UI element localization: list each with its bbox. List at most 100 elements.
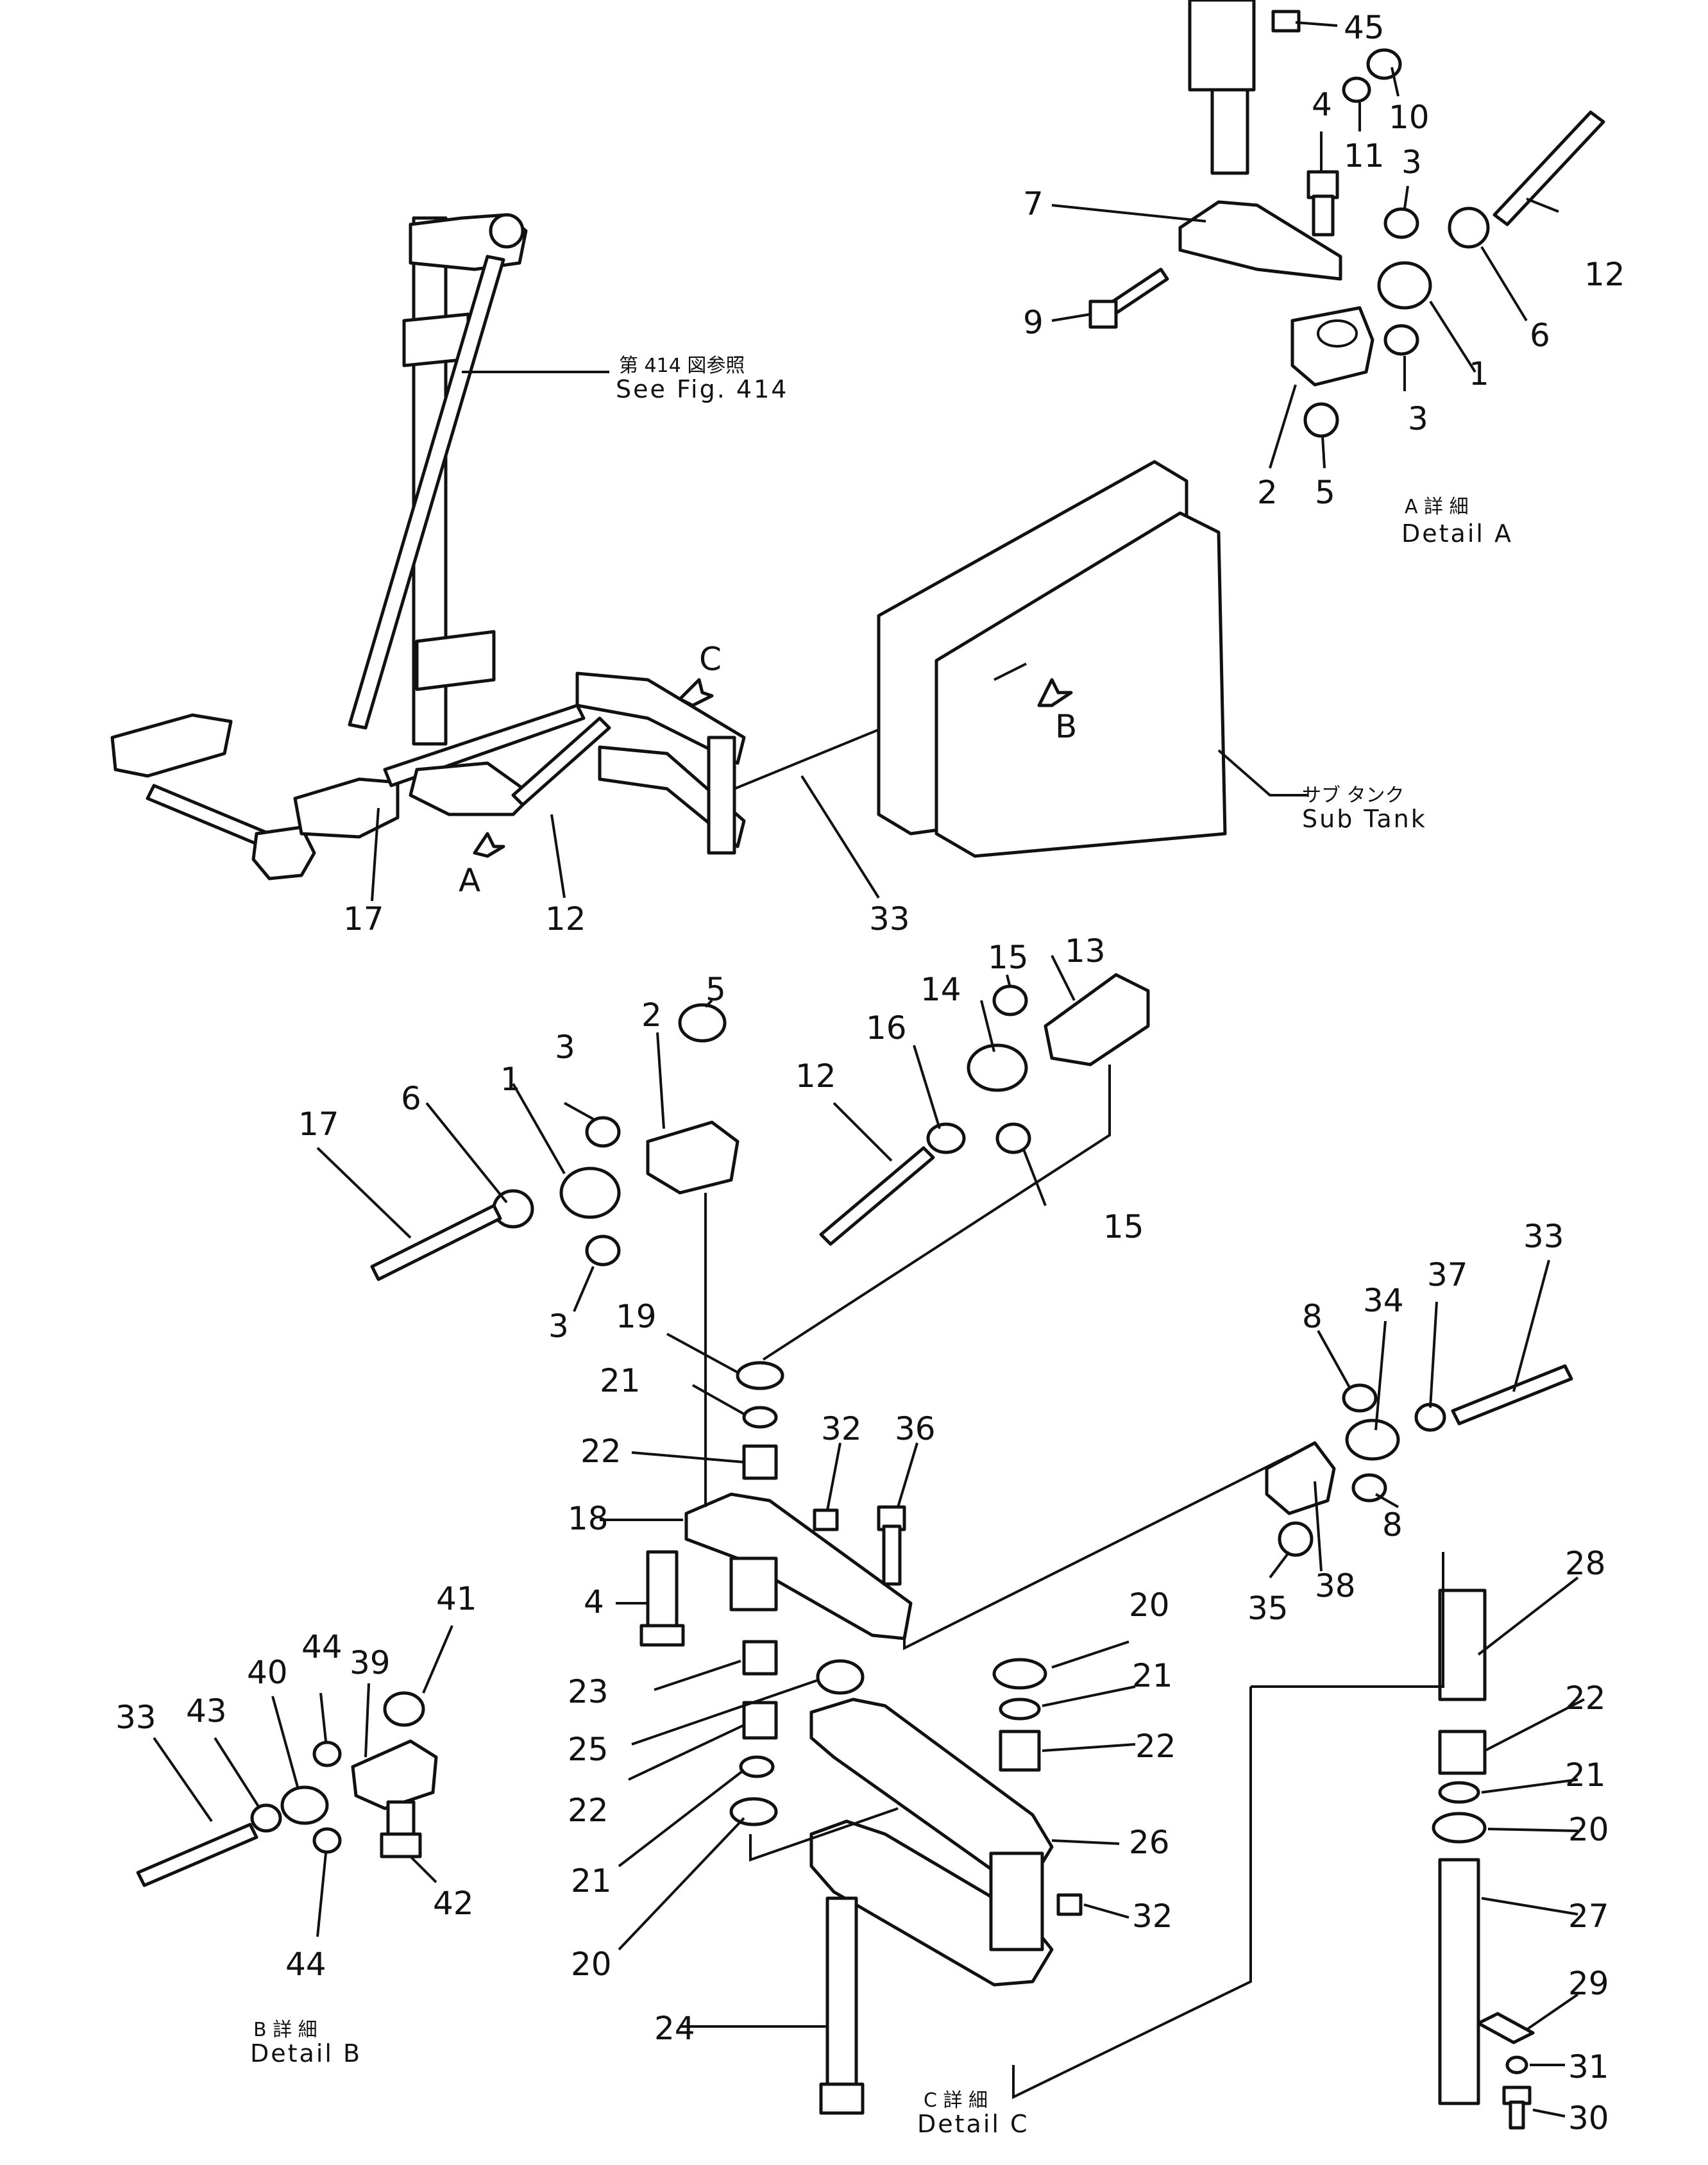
nut-5 xyxy=(1303,402,1339,438)
arm-18-boss xyxy=(729,1556,778,1612)
seat-3-exploded-top xyxy=(585,1116,621,1148)
link-26-pivot xyxy=(989,1851,1044,1951)
bushing-22b xyxy=(742,1701,778,1740)
callout-44b: 44 xyxy=(285,1946,326,1983)
callout-20b: 20 xyxy=(571,1946,612,1983)
callout-2: 2 xyxy=(1257,474,1278,511)
sub-tank-caption: Sub Tank xyxy=(1302,805,1427,833)
callout-21b: 21 xyxy=(1132,1657,1173,1694)
callout-10: 10 xyxy=(1389,99,1430,136)
arrow-b xyxy=(1037,678,1073,707)
bushing-22c xyxy=(999,1730,1041,1772)
nut-37 xyxy=(1414,1403,1446,1432)
callout-3c: 3 xyxy=(555,1029,575,1066)
nipple-32 xyxy=(813,1508,839,1531)
main-assembly: 第 414 図参照 See Fig. 414 サブ タンク Sub Tank C… xyxy=(110,213,1427,938)
callout-38: 38 xyxy=(1315,1567,1356,1605)
cylinder-rod xyxy=(1210,88,1249,175)
pin-27 xyxy=(1438,1858,1480,2105)
callout-4b: 4 xyxy=(584,1583,604,1621)
seat-3-top xyxy=(1383,207,1419,239)
nipple-32b xyxy=(1056,1893,1083,1916)
callout-33: 33 xyxy=(869,900,910,938)
washer-20b xyxy=(729,1797,778,1826)
callout-20d: 20 xyxy=(1568,1811,1609,1848)
see-fig-jp: 第 414 図参照 xyxy=(619,355,745,377)
arrow-c xyxy=(678,678,714,707)
callout-12c: 12 xyxy=(795,1057,836,1095)
bolt-4-shank xyxy=(1312,194,1335,237)
callout-19: 19 xyxy=(616,1298,657,1335)
sub-tank-jp: サブ タンク xyxy=(1302,784,1405,807)
nut-6-exploded xyxy=(492,1189,534,1229)
callout-22d: 22 xyxy=(1565,1680,1606,1717)
callout-35: 35 xyxy=(1247,1590,1289,1627)
plate-lower xyxy=(415,630,496,691)
seat-3-bottom xyxy=(1383,324,1419,356)
callout-5: 5 xyxy=(1315,474,1335,511)
callout-24: 24 xyxy=(654,2010,695,2047)
bushing-22d xyxy=(1438,1730,1487,1775)
bolt-42-head xyxy=(380,1832,422,1858)
callout-3b: 3 xyxy=(1408,400,1428,437)
washer-20 xyxy=(992,1658,1047,1690)
washer-19 xyxy=(736,1361,784,1390)
nut-41 xyxy=(383,1691,425,1727)
rod-33-detail-b xyxy=(136,1823,258,1887)
collar-23 xyxy=(742,1640,778,1676)
callout-14: 14 xyxy=(920,971,961,1008)
rod-12-exploded xyxy=(819,1146,935,1246)
detail-b-jp: B 詳 細 xyxy=(253,2019,317,2041)
nut-5-exploded xyxy=(678,1003,727,1043)
rod-33-detail-c xyxy=(1451,1364,1573,1426)
callout-23: 23 xyxy=(568,1673,609,1710)
callout-26: 26 xyxy=(1129,1824,1170,1861)
washer-31 xyxy=(1505,2055,1528,2075)
rod-left xyxy=(146,784,271,848)
callout-13: 13 xyxy=(1065,932,1106,970)
cylinder-body xyxy=(1188,0,1256,92)
housing-2-bore xyxy=(1317,319,1358,348)
callout-32b: 32 xyxy=(1132,1898,1173,1935)
c-pivot xyxy=(707,736,736,855)
ball-joint-1-exploded xyxy=(559,1167,621,1219)
seat-15-bottom xyxy=(995,1122,1031,1154)
bolt-42-shank xyxy=(386,1800,416,1839)
washer-20d xyxy=(1432,1812,1487,1844)
callout-28: 28 xyxy=(1565,1545,1606,1582)
callout-33b: 33 xyxy=(1523,1218,1564,1255)
callout-20: 20 xyxy=(1129,1587,1170,1624)
callout-7: 7 xyxy=(1023,185,1044,223)
housing-2-exploded xyxy=(646,1120,740,1195)
bolt-4-exploded-head xyxy=(639,1624,685,1647)
callout-8b: 8 xyxy=(1382,1506,1403,1544)
detail-c-group: 8 34 37 33 8 38 35 28 20 21 22 23 25 22 … xyxy=(568,1218,1609,2138)
callout-30: 30 xyxy=(1568,2100,1609,2137)
callout-44: 44 xyxy=(301,1628,342,1665)
diagonal-rod xyxy=(348,255,505,730)
housing-13 xyxy=(1044,973,1150,1066)
callout-11: 11 xyxy=(1344,137,1385,174)
callout-5b: 5 xyxy=(706,971,726,1008)
label-a: A xyxy=(459,862,480,899)
callout-22c: 22 xyxy=(568,1792,609,1829)
ring-21d xyxy=(1438,1781,1480,1804)
bell-crank xyxy=(409,761,534,816)
callout-25: 25 xyxy=(568,1731,609,1768)
callout-43: 43 xyxy=(186,1692,227,1730)
ball-joint-40 xyxy=(280,1785,329,1825)
callout-22b: 22 xyxy=(1135,1728,1176,1765)
bolt-24 xyxy=(825,1896,858,2093)
seat-3-exploded-bottom xyxy=(585,1234,621,1267)
shaft-28 xyxy=(1438,1588,1487,1701)
callout-15b: 15 xyxy=(1103,1208,1144,1245)
callout-27: 27 xyxy=(1568,1898,1609,1935)
detail-a-group: 45 10 4 11 3 7 12 9 6 1 3 2 5 A 詳 細 Deta… xyxy=(1023,0,1625,548)
bolt-24-head xyxy=(819,2082,865,2115)
washer-11 xyxy=(1342,76,1371,103)
callout-12b: 12 xyxy=(545,900,586,938)
seat-44-top xyxy=(312,1740,342,1767)
callout-34: 34 xyxy=(1363,1282,1404,1319)
callout-16: 16 xyxy=(866,1009,907,1047)
